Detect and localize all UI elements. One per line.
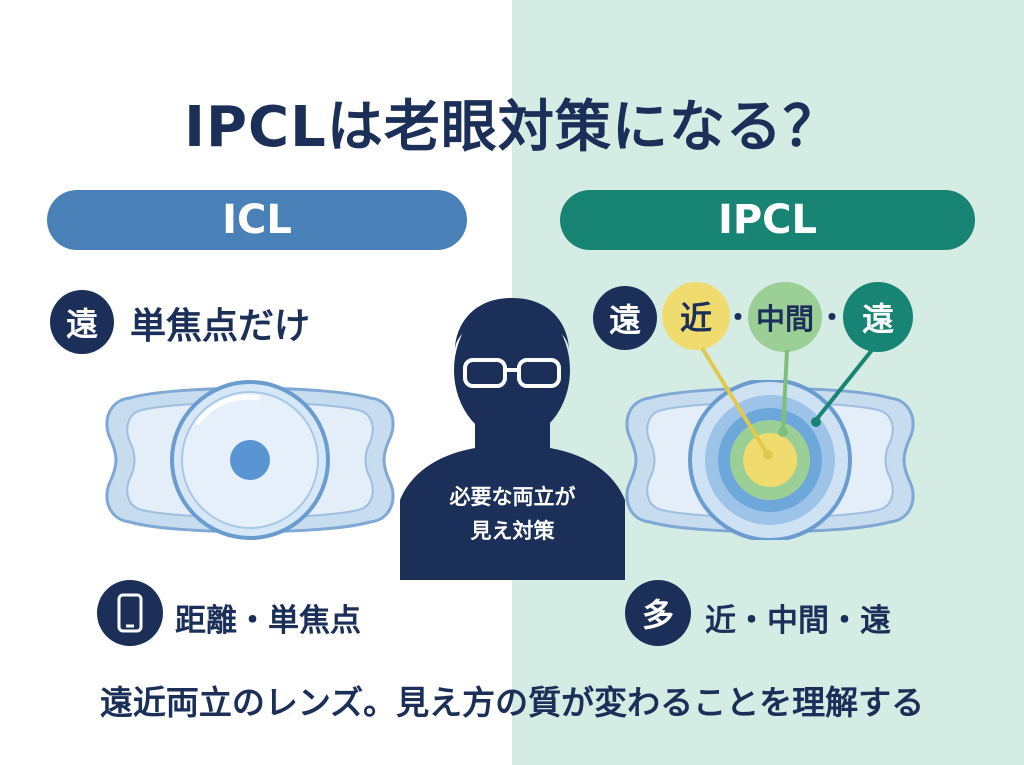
separator-dot: ・ [724,301,753,334]
ipcl-bottom-label: 近・中間・遠 [705,603,891,639]
person-caption: 必要な両立が 見え対策 [449,485,576,543]
icl-bottom-label: 距離・単焦点 [175,603,361,639]
ipcl-lens-illustration [625,380,915,540]
zone-far-badge: 遠 [843,282,913,352]
multifocal-badge: 多 [625,580,691,646]
smartphone-icon [117,593,143,633]
phone-badge [97,580,163,646]
page-title: IPCLは老眼対策になる？ [184,95,840,160]
footer-caption: 遠近両立のレンズ。見え方の質が変わることを理解する [99,683,925,722]
zone-mid-badge: 中間 [748,282,822,352]
ipcl-far-badge: 遠 [593,286,657,350]
person-silhouette-icon [400,298,625,580]
icl-focus-label: 単焦点だけ [130,306,311,347]
icl-lens-illustration [105,380,395,540]
icl-header: ICL [47,190,467,250]
icl-far-badge: 遠 [50,290,114,354]
zone-near-badge: 近 [662,282,730,350]
separator-dot: ・ [818,301,847,334]
ipcl-header: IPCL [560,190,975,250]
